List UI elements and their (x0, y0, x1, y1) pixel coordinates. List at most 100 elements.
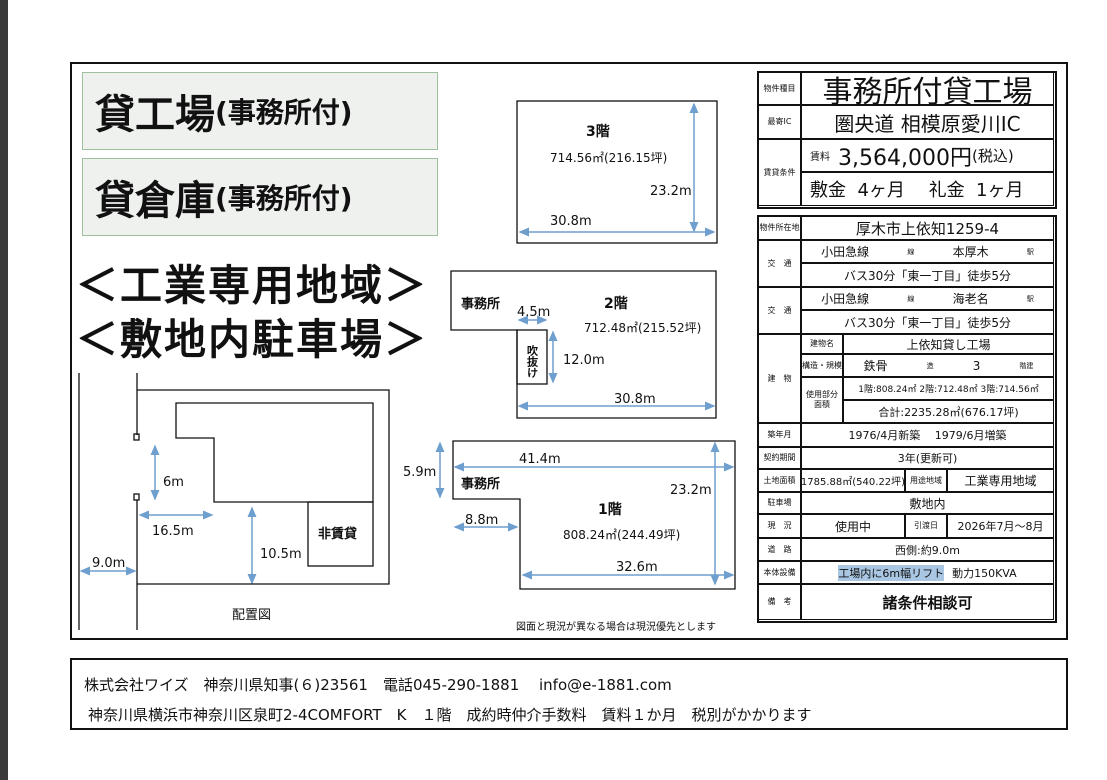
floor-count: 3 (972, 358, 981, 373)
property-type: 事務所付貸工場 (801, 72, 1054, 110)
heading-rental-factory: 貸工場(事務所付) (82, 72, 438, 150)
handover-date: 2026年7月～8月 (947, 514, 1054, 538)
parking: 敷地内 (801, 492, 1054, 514)
heading-rental-warehouse: 貸倉庫(事務所付) (82, 158, 438, 236)
floor2-dim: 12.0m (563, 353, 605, 368)
suffix: 駅 (1026, 294, 1034, 303)
label: 現 況 (758, 514, 801, 538)
label: 物件種目 (758, 72, 801, 105)
floor1-dim: 8.8m (465, 513, 498, 528)
floor2-dim: 4.5m (517, 305, 550, 320)
suffix: 階建 (1019, 361, 1034, 370)
suffix: 駅 (1026, 247, 1034, 256)
floor3-depth: 23.2m (650, 184, 692, 199)
heading-main: 貸倉庫 (95, 178, 215, 224)
floor2-outline (450, 270, 717, 419)
non-rental-label: 非賃貸 (318, 526, 357, 542)
floor2-width: 30.8m (614, 392, 656, 407)
floor3-area: 714.56㎡(216.15坪) (550, 151, 667, 165)
heading-sub: (事務所付) (215, 96, 353, 129)
building-outline (175, 402, 374, 503)
contract-period: 3年(更新可) (801, 447, 1054, 469)
floor1-area: 808.24㎡(244.49坪) (563, 528, 680, 542)
drawing-note: 図面と現況が異なる場合は現況優先とします (516, 620, 716, 633)
railway: 小田急線 (821, 245, 870, 259)
rent-value: 3,564,000円 (838, 145, 972, 171)
access1-bus: バス30分「東一丁目」徒歩5分 (801, 263, 1054, 287)
land-area: 1785.88㎡(540.22坪) (801, 469, 905, 492)
deposit-key-money: 敷金 4ヶ月 礼金 1ヶ月 (801, 172, 1054, 206)
gate-post (133, 433, 140, 441)
zone-parking: ＜敷地内駐車場＞ (76, 315, 429, 364)
rent-row: 賃料 3,564,000円(税込) (801, 139, 1054, 172)
station: 海老名 (952, 292, 989, 306)
access1-line: 小田急線 線 本厚木 駅 (801, 240, 1054, 263)
station: 本厚木 (952, 245, 989, 259)
label: 構造・規模 (801, 354, 843, 377)
label: 築年月 (758, 423, 801, 447)
building-name: 上依知貸し工場 (843, 334, 1054, 354)
site-plan-title: 配置図 (232, 608, 271, 623)
equipment-power: 動力150KVA (952, 566, 1017, 580)
label: 駐車場 (758, 492, 801, 514)
label: 賃貸条件 (758, 139, 801, 206)
remarks: 諸条件相談可 (801, 584, 1054, 620)
floor1-label: 1階 (598, 501, 622, 518)
void-label: 吹抜け (526, 344, 539, 378)
site-dim: 10.5m (260, 547, 302, 562)
rent-label: 賃料 (810, 152, 830, 163)
floor1-office: 事務所 (461, 476, 500, 492)
tax-note: (税込) (971, 147, 1014, 165)
railway: 小田急線 (821, 292, 870, 306)
usage-area-total: 合計:2235.28㎡(676.17坪) (843, 400, 1054, 423)
site-dim: 9.0m (92, 556, 125, 571)
floor2-label: 2階 (604, 295, 628, 312)
lot-outline (137, 389, 390, 585)
dimension-arrows (79, 102, 735, 586)
label: 使用部分面積 (801, 377, 843, 423)
access2-line: 小田急線線海老名駅 (801, 287, 1054, 310)
gate-post (133, 493, 140, 501)
heading-main: 貸工場 (95, 92, 215, 138)
suffix: 線 (907, 247, 915, 256)
floor2-office: 事務所 (461, 296, 500, 312)
site-dim: 6m (163, 475, 184, 490)
floor3-outline (516, 100, 718, 244)
floor1-outline (452, 440, 736, 590)
access2-bus: バス30分「東一丁目」徒歩5分 (801, 310, 1054, 334)
suffix: 造 (926, 361, 934, 370)
label: 建物名 (801, 334, 843, 354)
label: 交 通 (758, 287, 801, 334)
label: 交 通 (758, 240, 801, 287)
label: 建 物 (758, 334, 801, 423)
floor1-depth: 23.2m (670, 483, 712, 498)
window-edge (0, 0, 8, 780)
usage-area-floors: 1階:808.24㎡ 2階:712.48㎡ 3階:714.56㎡ (843, 377, 1054, 400)
current-status: 使用中 (801, 514, 905, 538)
road: 西側:約9.0m (801, 538, 1054, 561)
heading-sub: (事務所付) (215, 182, 353, 215)
label: 契約期間 (758, 447, 801, 469)
label: 道 路 (758, 538, 801, 561)
label: 引渡日 (905, 514, 947, 538)
non-rental-outline (307, 501, 374, 567)
label: 本体設備 (758, 561, 801, 584)
nearest-ic: 圏央道 相模原愛川IC (801, 105, 1054, 139)
floor2-area: 712.48㎡(215.52坪) (584, 321, 701, 335)
footer (70, 658, 1068, 730)
company-address: 神奈川県横浜市神奈川区泉町2-4COMFORT K １階 成約時仲介手数料 賃料… (88, 706, 812, 724)
label: 物件所在地 (758, 216, 801, 240)
floor1-dim: 32.6m (616, 560, 658, 575)
floor3-width: 30.8m (550, 214, 592, 229)
zoning: 工業専用地域 (947, 469, 1054, 492)
built-date: 1976/4月新築 1979/6月増築 (801, 423, 1054, 447)
zone-industrial: ＜工業専用地域＞ (76, 261, 429, 310)
site-dim: 16.5m (152, 524, 194, 539)
location: 厚木市上依知1259-4 (801, 216, 1054, 240)
floor1-dim: 41.4m (519, 452, 561, 467)
equipment: 工場内に6m幅リフト動力150KVA (801, 561, 1054, 584)
flyer-frame (70, 62, 1068, 640)
label: 用途地域 (905, 469, 947, 492)
